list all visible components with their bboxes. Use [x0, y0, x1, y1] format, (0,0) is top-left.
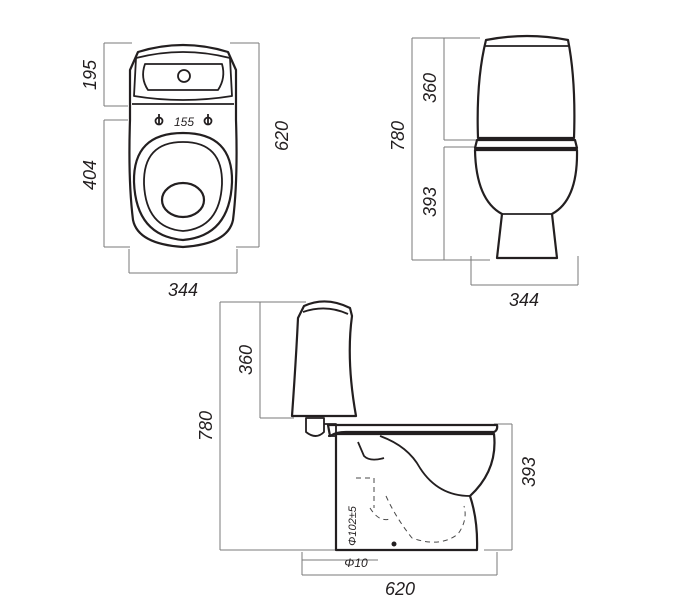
- side-view-tank: [290, 300, 358, 418]
- top-view-bowl-rim: [143, 141, 223, 232]
- top-view-body: [128, 43, 238, 249]
- dim-total-height-front: 780: [388, 121, 408, 151]
- dim-total-length-top: 620: [272, 121, 292, 151]
- top-view: 155 195 404 620 344: [80, 42, 292, 300]
- dim-bowl-depth: 404: [80, 160, 100, 190]
- dim-hole-spacing: 155: [174, 115, 194, 129]
- dim-bolt-diameter: Φ10: [344, 556, 368, 570]
- side-view-tank-connector: [305, 417, 325, 437]
- top-view-tank-inner: [142, 63, 225, 91]
- dim-outlet-height: Φ102±5: [347, 505, 359, 546]
- front-view: 780 360 393 344: [388, 34, 579, 310]
- mounting-holes: [154, 114, 213, 126]
- dim-total-length-side: 620: [385, 579, 415, 599]
- dim-tank-height-side: 360: [236, 345, 256, 375]
- dim-width-front: 344: [509, 290, 539, 310]
- front-view-tank: [476, 34, 576, 140]
- dim-tank-depth: 195: [80, 59, 100, 90]
- dim-total-height-side: 780: [196, 411, 216, 441]
- floor-bolt: [391, 541, 397, 547]
- side-view-bowl: [334, 432, 496, 552]
- flush-button-hole: [177, 69, 191, 83]
- side-view-seat: [326, 423, 499, 438]
- dim-seat-height-side: 393: [519, 457, 539, 487]
- top-view-tank: [133, 51, 233, 101]
- top-view-drain: [160, 181, 206, 219]
- side-view-dimension-lines: [219, 301, 513, 576]
- front-view-bowl: [473, 148, 579, 260]
- dim-bowl-height-front: 393: [420, 187, 440, 217]
- front-view-dimension-lines: [411, 37, 579, 286]
- side-view-trapway: [356, 477, 466, 543]
- top-view-dimension-lines: [103, 42, 260, 274]
- dim-width-top: 344: [168, 280, 198, 300]
- front-view-seat: [473, 138, 579, 150]
- side-view-trap: [379, 435, 471, 497]
- dim-tank-height-front: 360: [420, 73, 440, 103]
- top-view-seat: [132, 131, 234, 242]
- side-view: 360 780 393 Φ102±5 Φ10 620: [196, 300, 539, 599]
